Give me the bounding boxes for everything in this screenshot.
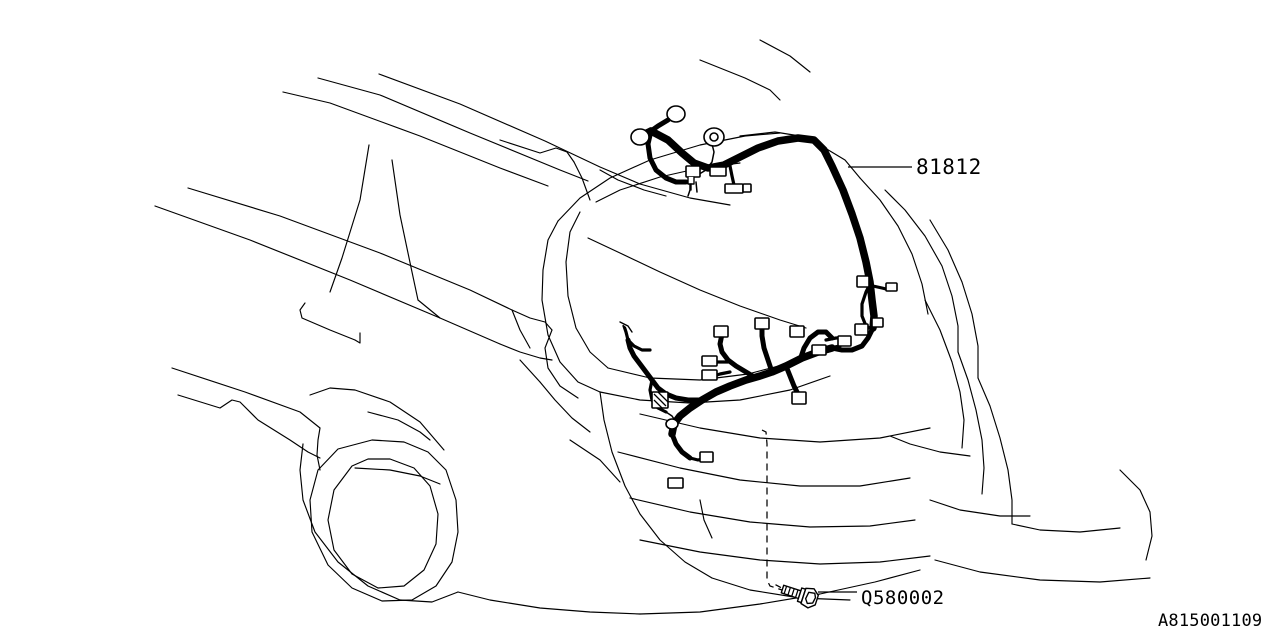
connector-icon [885, 282, 898, 292]
connector-icon [791, 391, 807, 405]
drawing-number-label: A815001109 [1158, 611, 1263, 631]
part-number-label: 81812 [916, 155, 982, 179]
connector-icon [701, 355, 718, 367]
connector-icon [742, 183, 752, 193]
connector-icon [854, 323, 869, 336]
connector-icon [685, 165, 701, 178]
connector-icon [713, 325, 729, 338]
connector-icon [837, 335, 852, 347]
hex-head-bolt-icon [775, 584, 819, 609]
connector-icon [701, 369, 718, 381]
connector-icon [667, 477, 684, 489]
rear-gate-wiring-harness[interactable] [622, 127, 892, 462]
leader-line-bolt-dashed [761, 429, 783, 591]
connector-icon [754, 317, 770, 330]
grommet-icon [665, 418, 679, 430]
connector-icon [709, 166, 727, 177]
multi-way-connector-icon [651, 391, 669, 409]
connector-icon [699, 451, 714, 463]
vehicle-body-outline [154, 39, 1153, 615]
connector-icon [724, 183, 744, 194]
grommet-icon [630, 128, 650, 146]
connector-icon [789, 325, 805, 338]
connector-icon [856, 275, 870, 288]
callout-leaders [761, 166, 912, 593]
grommet-icon [666, 105, 686, 123]
harness-connectors [619, 105, 898, 489]
connector-icon [871, 317, 884, 328]
bolt-part-number-label: Q580002 [861, 587, 945, 609]
connector-icon [811, 344, 827, 356]
